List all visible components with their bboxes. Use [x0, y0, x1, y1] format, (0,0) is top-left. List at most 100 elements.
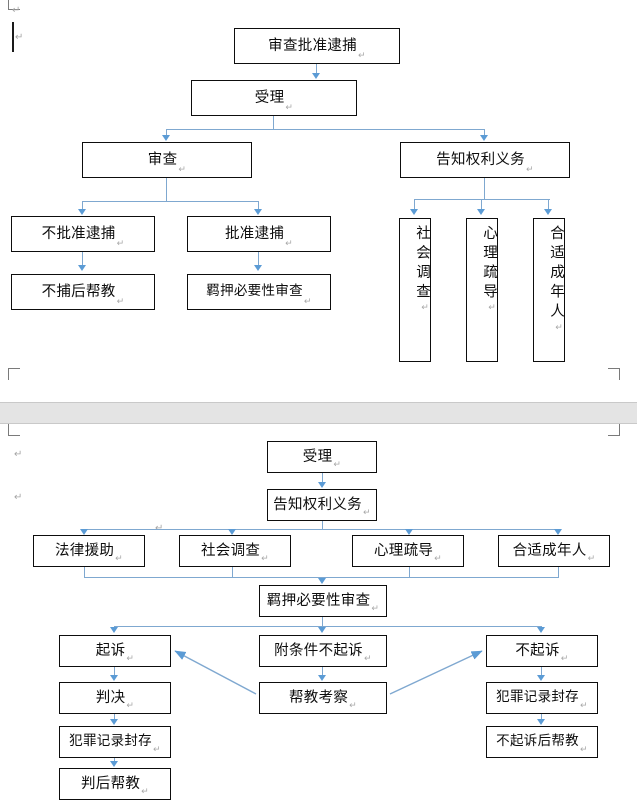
arrowhead-p2n2-p2n5	[405, 529, 413, 535]
node-jiya-biyaoxing-shencha-p1[interactable]: 羁押必要性审查↵	[187, 274, 331, 310]
text-cursor	[12, 22, 14, 52]
node-label: 判后帮教	[80, 775, 141, 792]
connector-p2n7-bar	[114, 626, 542, 628]
node-label: 起诉	[95, 642, 126, 659]
node-label: 心理疏导	[481, 225, 497, 303]
node-label: 告知权利义务	[436, 151, 525, 168]
paragraph-mark: ↵	[362, 507, 371, 518]
arrowhead-n1-n2	[312, 73, 320, 79]
node-shehui-diaocha-p2[interactable]: 社会调查↵	[179, 535, 291, 567]
connector-p2n5-merge	[409, 567, 411, 578]
node-falv-yuanzhu[interactable]: 法律援助↵	[33, 535, 145, 567]
node-label: 羁押必要性审查	[266, 592, 371, 609]
connector-merge-bar	[84, 577, 559, 579]
node-shencha[interactable]: 审查↵	[82, 142, 252, 178]
arrowhead-p2n7-p2n9	[318, 627, 326, 633]
arrowhead-p2n2-p2n4	[228, 529, 236, 535]
connector-p2n4-merge	[232, 567, 234, 578]
connector-p2n2-bar	[84, 529, 560, 531]
paragraph-mark: ↵	[560, 653, 569, 664]
node-label: 犯罪记录封存	[69, 733, 152, 750]
paragraph-mark: ↵	[115, 553, 124, 564]
connector-p2n2-down	[322, 521, 324, 530]
node-label: 不起诉后帮教	[496, 733, 579, 750]
arrowhead-p2n1-p2n2	[318, 482, 326, 488]
node-bubu-hou-bangjiao[interactable]: 不捕后帮教↵	[11, 274, 155, 310]
margin-mark-top-left-p2	[8, 424, 20, 436]
arrowhead-p2n10-p2n13	[537, 675, 545, 681]
paragraph-mark: ↵	[554, 322, 564, 338]
paragraph-mark: ↵	[371, 603, 380, 614]
node-xinli-shudao-p2[interactable]: 心理疏导↵	[352, 535, 464, 567]
paragraph-mark: ↵	[420, 303, 430, 318]
paragraph-mark: ↵	[303, 296, 312, 307]
connector-n5-n7	[82, 252, 84, 266]
connector-n2-bar	[166, 129, 485, 131]
node-pizhun-daibu[interactable]: 批准逮捕↵	[187, 216, 331, 252]
node-gaozhi-quanli-yiwu-p1[interactable]: 告知权利义务↵	[400, 142, 570, 178]
node-label: 心理疏导	[373, 542, 434, 559]
node-shouli-p1[interactable]: 受理↵	[191, 80, 357, 116]
node-bu-qisu-hou-bangjiao[interactable]: 不起诉后帮教↵	[486, 726, 598, 758]
connector-p2n1-p2n2	[322, 473, 324, 483]
connector-n3-bar	[82, 201, 259, 203]
node-panhou-bangjiao[interactable]: 判后帮教↵	[59, 768, 171, 800]
paragraph-mark-p2-c: ↵	[155, 524, 163, 534]
paragraph-mark: ↵	[349, 700, 358, 711]
arrowhead-n2-n3	[162, 135, 170, 141]
node-bangjiao-kaocha[interactable]: 帮教考察↵	[259, 682, 387, 714]
connector-p2n7-down	[322, 617, 324, 628]
node-qisu[interactable]: 起诉↵	[59, 635, 171, 667]
node-panjue[interactable]: 判决↵	[59, 682, 171, 714]
node-label: 附条件不起诉	[274, 642, 363, 659]
arrowhead-n4-n9	[410, 209, 418, 215]
connector-n4-right	[548, 199, 550, 210]
diagonal-banjiao-to-qisu	[174, 650, 257, 695]
paragraph-mark: ↵	[116, 296, 125, 307]
node-fanzui-jilu-fengcun-right[interactable]: 犯罪记录封存↵	[486, 682, 598, 714]
node-bu-qisu[interactable]: 不起诉↵	[486, 635, 598, 667]
arrowhead-p2n14-p2n16	[110, 761, 118, 767]
arrowhead-p2n8-p2n11	[110, 675, 118, 681]
connector-n4-down	[484, 178, 486, 200]
paragraph-mark: ↵	[126, 700, 135, 711]
paragraph-mark: ↵	[285, 102, 294, 113]
node-label: 帮教考察	[288, 689, 349, 706]
node-label: 犯罪记录封存	[496, 689, 579, 706]
connector-p2n6-merge	[558, 567, 560, 578]
node-futiaojian-bu-qisu[interactable]: 附条件不起诉↵	[259, 635, 387, 667]
paragraph-mark: ↵	[579, 700, 588, 711]
node-label: 判决	[95, 689, 126, 706]
node-heshi-chengnianren-p1[interactable]: 合适成年人↵	[533, 218, 565, 362]
paragraph-mark-p2-a: ↵	[14, 449, 23, 460]
node-label: 不批准逮捕	[41, 225, 116, 242]
node-xinli-shudao-p1[interactable]: 心理疏导↵	[466, 218, 498, 362]
connector-n2-right	[484, 129, 486, 137]
node-bu-pizhun-daibu[interactable]: 不批准逮捕↵	[11, 216, 155, 252]
connector-p2n9-p2n12	[322, 667, 324, 676]
paragraph-mark: ↵	[285, 238, 294, 249]
arrowhead-n6-n8	[254, 265, 262, 271]
node-heshi-chengnianren-p2[interactable]: 合适成年人↵	[498, 535, 610, 567]
diagonal-banjiao-to-buqisu	[389, 650, 483, 695]
node-shencha-pizhun-daibu[interactable]: 审查批准逮捕↵	[234, 28, 400, 64]
paragraph-mark-p1-caret: ↵	[15, 32, 24, 43]
node-label: 羁押必要性审查	[206, 283, 303, 300]
node-fanzui-jilu-fengcun-left[interactable]: 犯罪记录封存↵	[59, 726, 171, 758]
arrowhead-p2n2-p2n3	[80, 529, 88, 535]
arrowhead-p2n7-p2n8	[110, 627, 118, 633]
paragraph-mark-p1-top: ↵	[12, 5, 21, 16]
arrowhead-n3-n6	[254, 209, 262, 215]
paragraph-mark: ↵	[579, 744, 588, 755]
connector-n2-left	[166, 129, 168, 137]
connector-n2-down	[273, 116, 275, 130]
node-shouli-p2[interactable]: 受理↵	[267, 441, 377, 473]
paragraph-mark: ↵	[357, 50, 366, 61]
margin-mark-top-left-p1	[8, 0, 20, 10]
node-shehui-diaocha-p1[interactable]: 社会调查↵	[399, 218, 431, 362]
arrowhead-n4-n11	[544, 209, 552, 215]
node-jiya-biyaoxing-shencha-p2[interactable]: 羁押必要性审查↵	[259, 585, 387, 617]
arrowhead-n2-n4	[480, 135, 488, 141]
node-gaozhi-quanli-yiwu-p2[interactable]: 告知权利义务↵	[267, 489, 377, 521]
connector-p2n11-p2n14	[114, 714, 116, 720]
